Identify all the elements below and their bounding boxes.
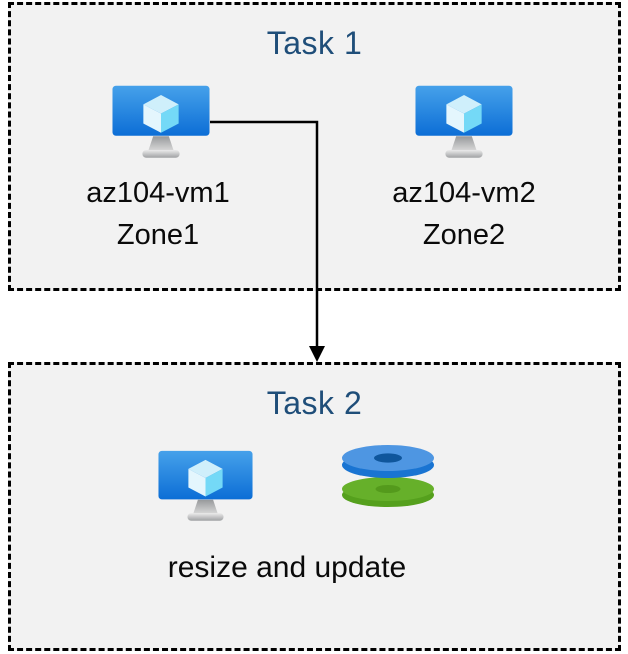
vm2-virtual-machine-icon — [415, 85, 513, 160]
task2-virtual-machine-icon — [158, 450, 253, 523]
vm2-name: az104-vm2 — [392, 177, 536, 209]
vm2-zone: Zone2 — [422, 219, 506, 251]
task2-title: Task 2 — [266, 385, 363, 421]
vm1-virtual-machine-icon — [112, 85, 210, 160]
vm1-zone: Zone1 — [116, 219, 200, 251]
task2-caption: resize and update — [167, 551, 407, 584]
vm1-name: az104-vm1 — [86, 177, 230, 209]
task2-disks-icon — [338, 441, 438, 513]
vm2-label: az104-vm2 Zone2 — [344, 172, 584, 256]
task1-title: Task 1 — [266, 25, 363, 61]
vm1-label: az104-vm1 Zone1 — [38, 172, 278, 256]
task2-panel: Task 2 — [8, 362, 621, 651]
